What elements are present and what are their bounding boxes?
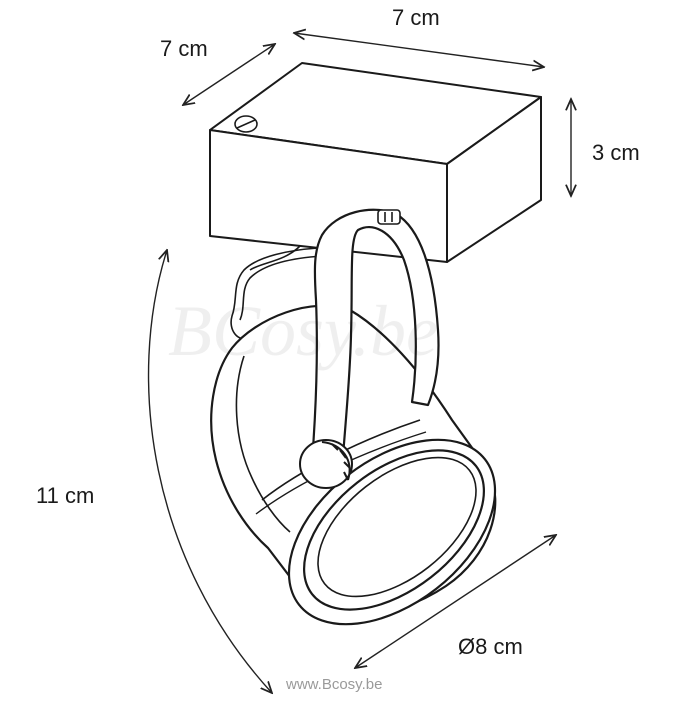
total-height-arrow bbox=[147, 250, 272, 693]
total-height-label: 11 cm bbox=[36, 483, 95, 508]
adjustment-knob-icon bbox=[299, 439, 353, 489]
base-right-face bbox=[446, 96, 542, 263]
mounting-base bbox=[209, 62, 542, 263]
watermark-logo: BCosy.be bbox=[168, 291, 438, 371]
dimension-lines bbox=[147, 33, 571, 693]
top-depth-arrow bbox=[183, 44, 275, 105]
top-width-arrow bbox=[294, 33, 544, 67]
top-width-label: 7 cm bbox=[392, 5, 440, 30]
base-height-label: 3 cm bbox=[592, 140, 640, 165]
mounting-bracket bbox=[310, 208, 440, 472]
lamp-diameter-arrow bbox=[355, 535, 556, 668]
website-watermark: www.Bcosy.be bbox=[286, 676, 383, 693]
bracket-clip bbox=[377, 209, 401, 225]
screw-icon bbox=[234, 115, 258, 133]
top-depth-label: 7 cm bbox=[160, 36, 208, 61]
lamp-diameter-label: Ø8 cm bbox=[458, 634, 523, 659]
